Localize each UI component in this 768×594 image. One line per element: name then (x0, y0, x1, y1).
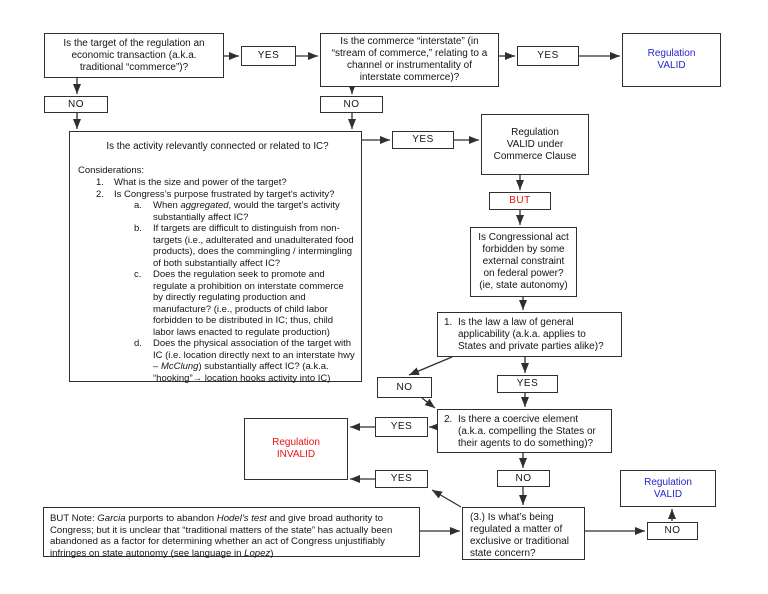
node-q-interstate-commerce: Is the commerce “interstate” (in “stream… (320, 33, 499, 87)
item-number: 1. (96, 177, 104, 188)
activity-box-header: Is the activity relevantly connected or … (106, 141, 329, 152)
node-regulation-valid-commerce-clause: Regulation VALID under Commerce Clause (481, 114, 589, 175)
no-label: NO (320, 96, 383, 113)
no-label: NO (647, 522, 698, 540)
node-regulation-valid-top: Regulation VALID (622, 33, 721, 87)
item-text: Is Congress’s purpose frustrated by targ… (114, 188, 335, 200)
node-regulation-valid-bottom: Regulation VALID (620, 470, 716, 507)
yes-label: YES (375, 470, 428, 488)
yes-label: YES (517, 46, 579, 66)
question-text: Is the law a law of general applicabilit… (458, 317, 604, 352)
consideration-subitem: c. Does the regulation seek to promote a… (134, 269, 357, 338)
item-text: What is the size and power of the target… (114, 177, 287, 188)
question-number: 2. (444, 414, 453, 425)
no-label: NO (377, 377, 432, 398)
subitem-letter: c. (134, 269, 142, 280)
yes-label: YES (375, 417, 428, 437)
yes-label: YES (392, 131, 454, 149)
question-number: 1. (444, 317, 453, 328)
consideration-item: 1. What is the size and power of the tar… (96, 177, 357, 189)
node-garcia-but-note: BUT Note: Garcia purports to abandon Hod… (43, 507, 420, 559)
no-label: NO (44, 96, 108, 113)
subitem-letter: b. (134, 223, 142, 234)
node-q1-general-applicability: 1. Is the law a law of general applicabi… (437, 312, 622, 357)
subitem-letter: a. (134, 200, 142, 211)
consideration-subitem: d. Does the physical association of the … (134, 338, 357, 384)
consideration-subitem: a. When aggregated, would the target’s a… (134, 200, 357, 223)
node-activity-connected-question: Is the activity relevantly connected or … (69, 131, 362, 384)
node-q-congressional-act-forbidden: Is Congressional act forbidden by some e… (470, 227, 577, 297)
subitem-text: If targets are difficult to distinguish … (153, 223, 354, 269)
subitem-text: When aggregated, would the target’s acti… (153, 200, 340, 223)
consideration-item: 2. Is Congress’s purpose frustrated by t… (96, 189, 357, 201)
but-label: BUT (489, 192, 551, 210)
question-text: Is there a coercive element (a.k.a. comp… (458, 414, 596, 449)
consideration-subitem: b. If targets are difficult to distingui… (134, 223, 357, 269)
considerations-label: Considerations: (78, 164, 145, 176)
yes-label: YES (241, 46, 296, 66)
node-q-economic-transaction: Is the target of the regulation an econo… (44, 33, 224, 78)
yes-label: YES (497, 375, 558, 393)
node-q3-traditional-state-concern: (3.) Is what’s being regulated a matter … (462, 507, 585, 560)
node-regulation-invalid: Regulation INVALID (244, 418, 348, 480)
item-number: 2. (96, 188, 104, 200)
subitem-letter: d. (134, 338, 142, 349)
subitem-text: Does the physical association of the tar… (153, 338, 355, 384)
no-label: NO (497, 470, 550, 487)
subitem-text: Does the regulation seek to promote and … (153, 269, 344, 338)
node-q2-coercive-element: 2. Is there a coercive element (a.k.a. c… (437, 409, 612, 453)
